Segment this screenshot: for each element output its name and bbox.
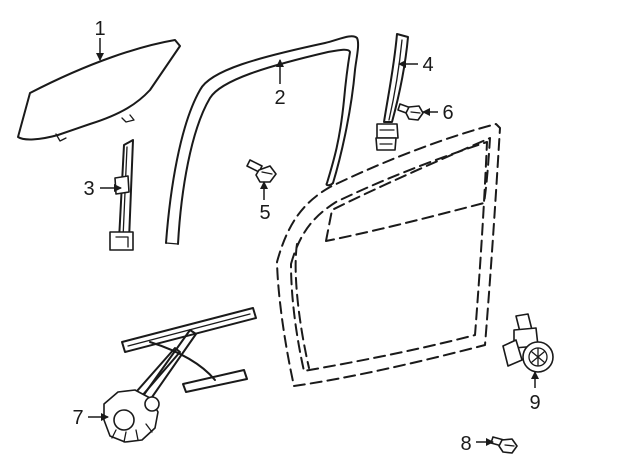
window-regulator-part [103, 307, 257, 443]
callout-6: 6 [442, 102, 453, 124]
callout-2: 2 [274, 87, 285, 109]
door-shell-outline [276, 123, 501, 387]
regulator-motor-part [502, 313, 554, 373]
rear-channel-part [375, 33, 409, 151]
callout-9: 9 [529, 392, 540, 414]
bolt-5-part [246, 159, 277, 183]
callout-4: 4 [422, 54, 433, 76]
glass-channel-guide-part [109, 139, 134, 251]
callout-3: 3 [83, 178, 94, 200]
callout-7: 7 [72, 407, 83, 429]
door-glass-part [17, 39, 181, 142]
callout-1: 1 [94, 18, 105, 40]
callout-8: 8 [460, 433, 471, 455]
bolt-8-part [490, 436, 518, 454]
glass-run-channel-part [165, 35, 360, 245]
bolt-6-part [397, 103, 424, 121]
callout-5: 5 [259, 202, 270, 224]
